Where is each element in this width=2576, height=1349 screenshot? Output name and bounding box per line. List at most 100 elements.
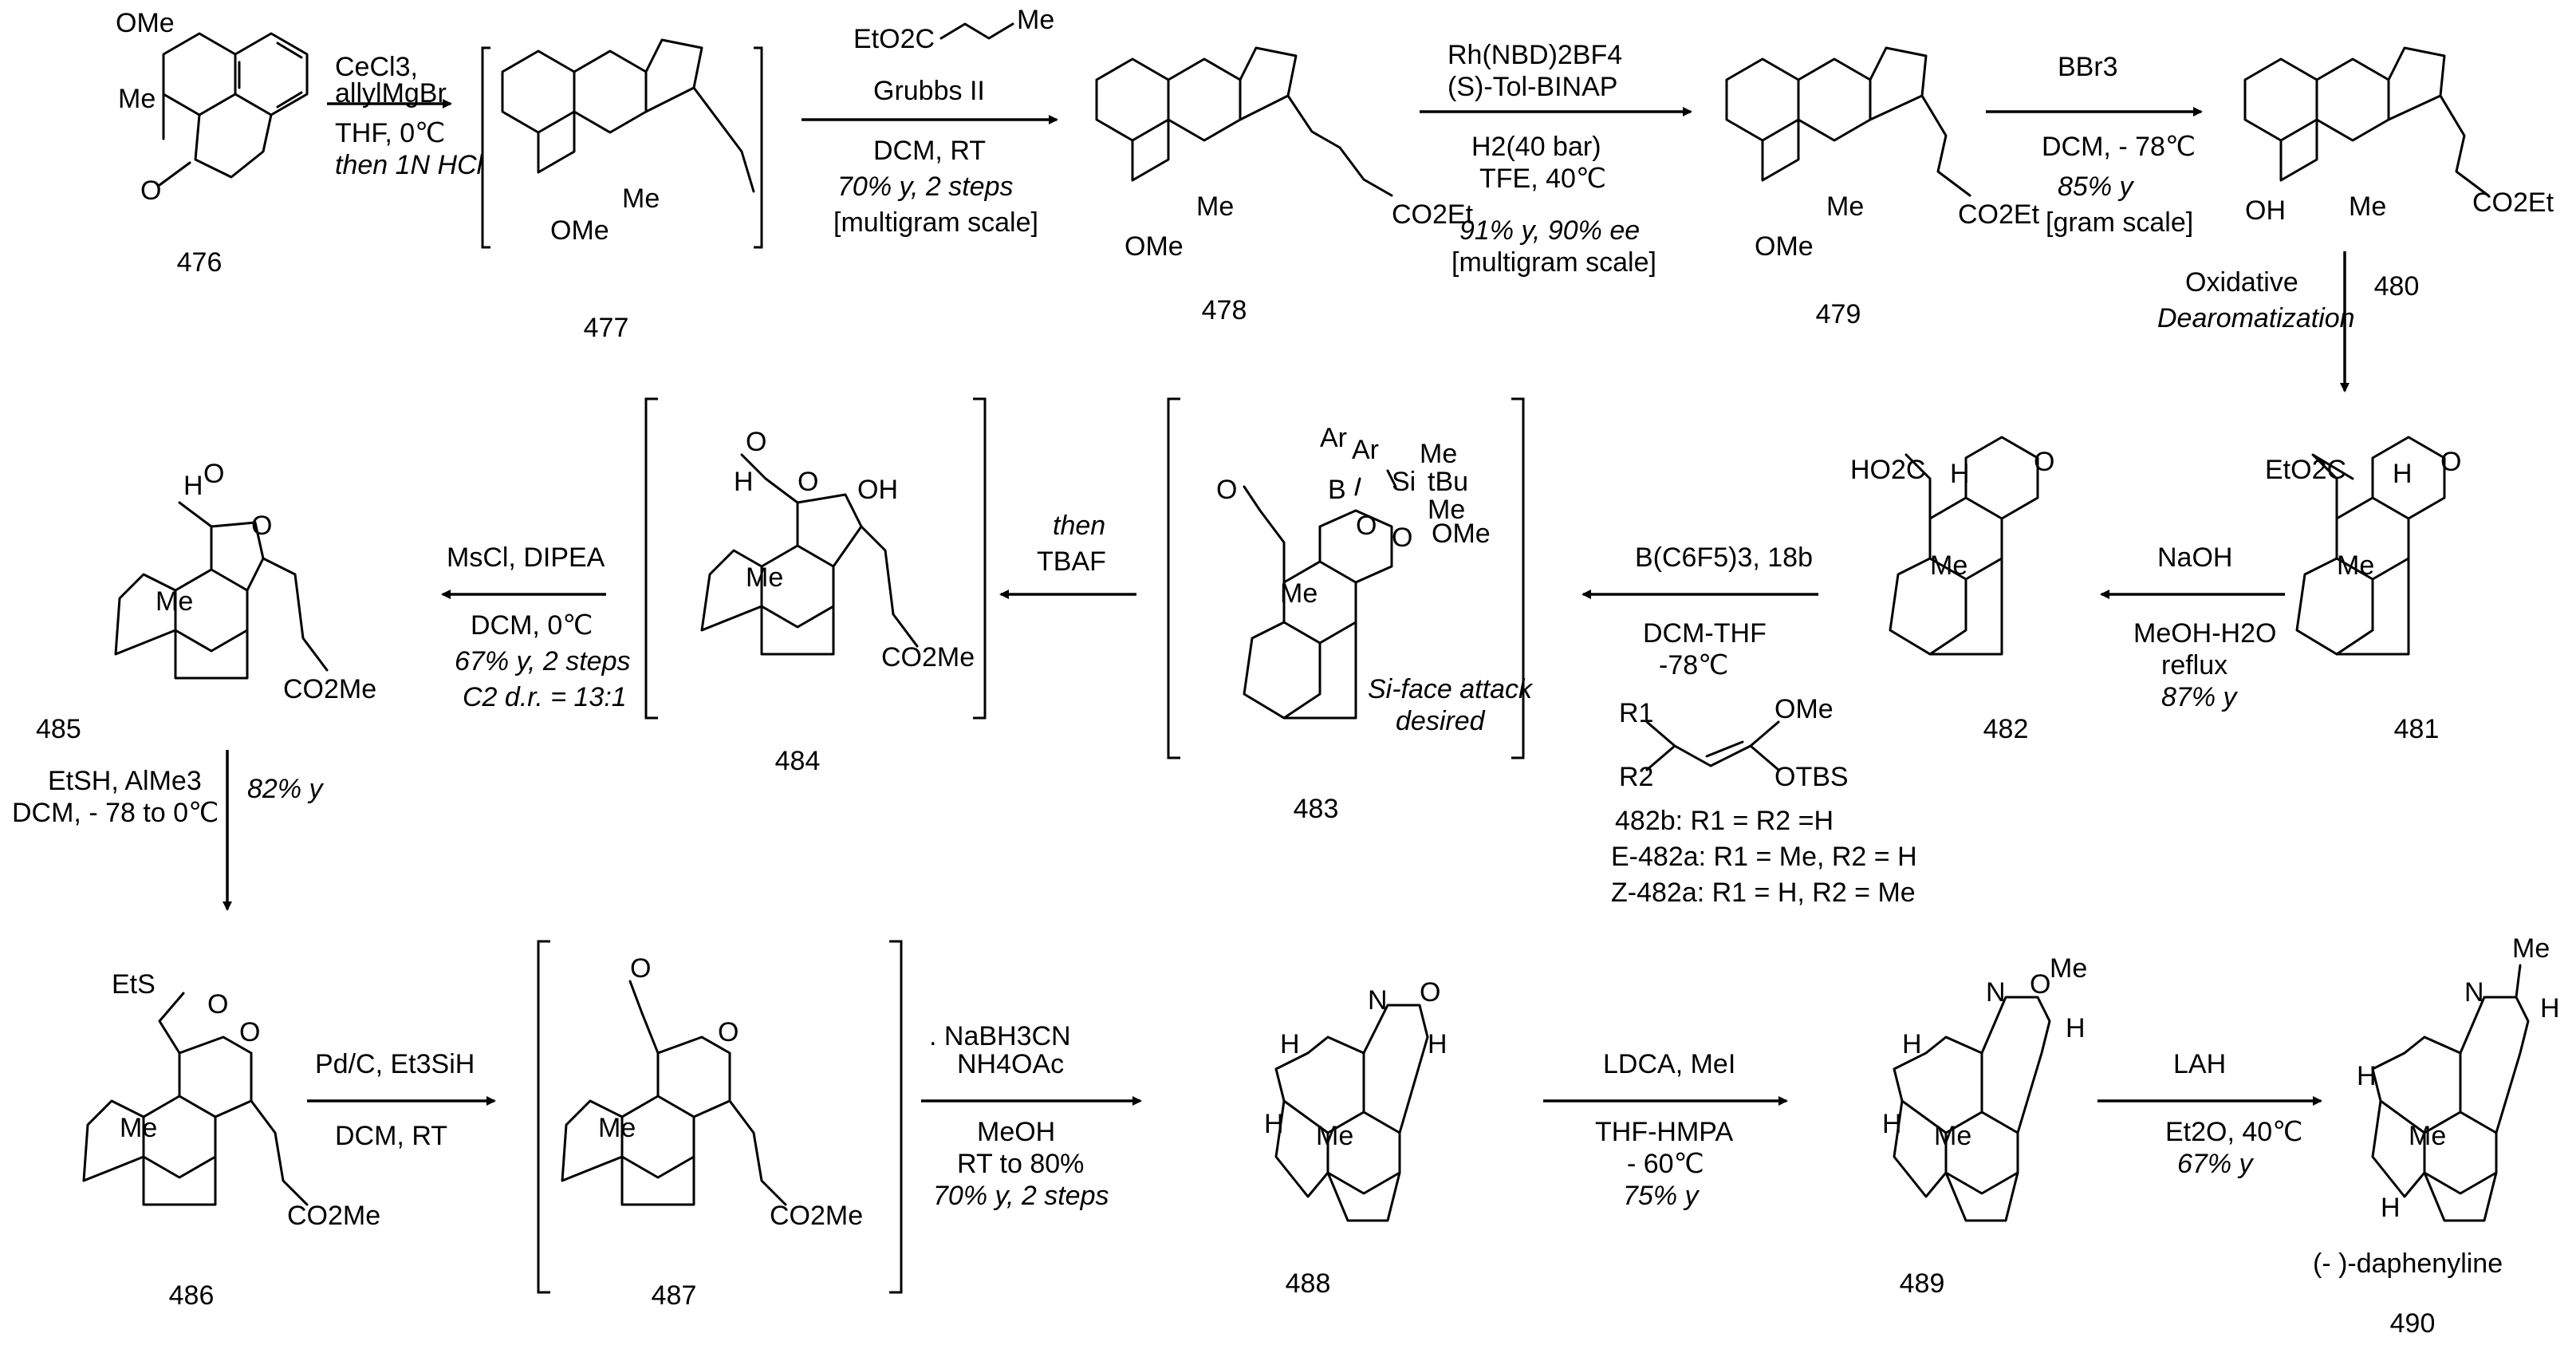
c489-h2: H xyxy=(1882,1109,1902,1139)
c490-me: Me xyxy=(2409,1121,2446,1151)
compound-number-486: 486 xyxy=(169,1280,215,1311)
compound-number-485: 485 xyxy=(36,714,81,744)
step3-catalyst: Rh(NBD)2BF4 xyxy=(1448,40,1622,70)
step7-reagent: B(C6F5)3, 18b xyxy=(1635,542,1813,573)
compound-number-478: 478 xyxy=(1202,295,1247,325)
compound-name-490: (- )-daphenyline xyxy=(2313,1248,2503,1279)
step7-temp: -78℃ xyxy=(1659,650,1728,680)
conditions-step7: B(C6F5)3, 18b DCM-THF -78℃ xyxy=(1635,542,1813,680)
compound-482: HO2C H O Me 482 xyxy=(1850,436,2054,744)
c483-si-me2: Me xyxy=(1428,495,1465,525)
c490-h-top: H xyxy=(2540,993,2560,1024)
compound-number-480: 480 xyxy=(2374,271,2420,302)
nucleophile-legend-1: 482b: R1 = R2 =H xyxy=(1615,806,1834,836)
step12-solvent: MeOH xyxy=(977,1117,1055,1147)
c476-o: O xyxy=(140,176,161,206)
step8-line1: then xyxy=(1053,511,1105,541)
c483-o-carbonyl: O xyxy=(1216,475,1237,505)
c484-co2me: CO2Me xyxy=(881,642,975,673)
step9-solvent: DCM, 0℃ xyxy=(471,610,593,641)
c477-ome: OMe xyxy=(550,215,609,246)
step2-scale: [multigram scale] xyxy=(833,207,1038,238)
step13-yield: 75% y xyxy=(1623,1181,1700,1211)
nucleophile-482b: R1 R2 OMe OTBS 482b: R1 = R2 =H E-482a: … xyxy=(1611,694,1917,908)
step8-line2: TBAF xyxy=(1037,546,1106,577)
compound-484: O O H OH Me CO2Me 484 xyxy=(644,397,987,776)
c483-b: B xyxy=(1328,475,1346,505)
c489-n: N xyxy=(1986,977,2006,1008)
c483-o-enol: O xyxy=(1392,523,1412,553)
step7-solvent: DCM-THF xyxy=(1643,618,1767,649)
compound-number-489: 489 xyxy=(1900,1268,1945,1299)
c488-n: N xyxy=(1368,985,1388,1016)
nucleophile-otbs: OTBS xyxy=(1774,762,1849,792)
c487-o-ketone: O xyxy=(718,1017,739,1047)
c484-me: Me xyxy=(746,562,783,593)
compound-489: N O Me H H Me H 489 xyxy=(1882,953,2087,1299)
c483-ar2: Ar xyxy=(1352,435,1379,465)
c485-me: Me xyxy=(156,586,193,617)
conditions-step13: LDCA, MeI THF-HMPA - 60℃ 75% y xyxy=(1595,1049,1735,1211)
step6-solvent: MeOH-H2O xyxy=(2133,618,2276,649)
step2-solvent: DCM, RT xyxy=(873,136,986,166)
compound-488: N O H H Me H 488 xyxy=(1264,977,1448,1299)
compound-487: O O Me CO2Me 487 xyxy=(537,940,903,1311)
c480-me: Me xyxy=(2349,191,2386,222)
c482-o: O xyxy=(2034,447,2054,477)
c484-o-carbonyl: O xyxy=(746,427,766,457)
conditions-step10: EtSH, AlMe3 DCM, - 78 to 0℃ 82% y xyxy=(12,766,324,828)
c479-co2et: CO2Et xyxy=(1958,199,2040,230)
c487-me: Me xyxy=(598,1113,636,1143)
step13-reagent: LDCA, MeI xyxy=(1603,1049,1735,1079)
c483-si-me: Me xyxy=(1420,439,1457,469)
c476-me: Me xyxy=(118,84,156,114)
c483-ome: OMe xyxy=(1432,519,1491,549)
c483-ar1: Ar xyxy=(1320,423,1347,453)
c485-co2me: CO2Me xyxy=(283,674,376,704)
c481-o: O xyxy=(2440,447,2461,477)
step10-yield: 82% y xyxy=(247,774,324,804)
compound-480: Me OH CO2Et 480 xyxy=(2243,46,2554,302)
compound-485: O O H Me CO2Me 485 xyxy=(36,459,376,744)
c485-o-ring: O xyxy=(251,511,272,541)
nucleophile-legend-3: Z-482a: R1 = H, R2 = Me xyxy=(1611,878,1916,908)
c490-h2: H xyxy=(2381,1193,2401,1223)
step3-scale: [multigram scale] xyxy=(1451,247,1656,278)
c486-me: Me xyxy=(120,1113,157,1143)
c482-me: Me xyxy=(1930,550,1967,581)
c483-si: Si xyxy=(1392,467,1416,497)
step1-line2: allylMgBr xyxy=(335,78,447,108)
conditions-step11: Pd/C, Et3SiH DCM, RT xyxy=(315,1049,475,1151)
step14-reagent: LAH xyxy=(2173,1049,2226,1079)
compound-number-479: 479 xyxy=(1816,299,1861,329)
compound-481: EtO2C H O Me 481 xyxy=(2265,436,2461,744)
c481-h: H xyxy=(2393,459,2413,489)
step4-solvent: DCM, - 78℃ xyxy=(2042,132,2196,162)
conditions-step1: CeCl3, allylMgBr THF, 0℃ then 1N HCl xyxy=(335,52,484,180)
nucleophile-ome: OMe xyxy=(1774,694,1834,724)
c484-oh: OH xyxy=(857,475,898,505)
step14-yield: 67% y xyxy=(2177,1149,2254,1179)
c485-h: H xyxy=(183,471,203,501)
compound-number-477: 477 xyxy=(584,313,629,343)
step12-temp: RT to 80% xyxy=(957,1149,1084,1179)
step11-solvent: DCM, RT xyxy=(335,1121,447,1151)
c490-h1: H xyxy=(2357,1061,2377,1091)
step4-scale: [gram scale] xyxy=(2046,207,2193,238)
step2-reagent: EtO2C xyxy=(853,24,935,54)
conditions-step3: Rh(NBD)2BF4 (S)-Tol-BINAP H2(40 bar) TFE… xyxy=(1448,40,1656,278)
c487-co2me: CO2Me xyxy=(770,1201,863,1231)
step12-reagent: . NaBH3CN xyxy=(929,1021,1071,1051)
c486-o-ketone: O xyxy=(239,1017,260,1047)
step13-solvent: THF-HMPA xyxy=(1595,1117,1733,1147)
compound-number-483: 483 xyxy=(1294,794,1339,824)
compound-number-476: 476 xyxy=(177,247,223,278)
compound-number-488: 488 xyxy=(1286,1268,1331,1299)
c489-me: Me xyxy=(1934,1121,1971,1151)
c488-me: Me xyxy=(1316,1121,1353,1151)
c488-h2: H xyxy=(1264,1109,1284,1139)
c478-ome: OMe xyxy=(1125,231,1184,262)
compound-number-487: 487 xyxy=(652,1280,697,1311)
step12-reagent2: NH4OAc xyxy=(957,1049,1064,1079)
c476-ome: OMe xyxy=(116,8,175,38)
